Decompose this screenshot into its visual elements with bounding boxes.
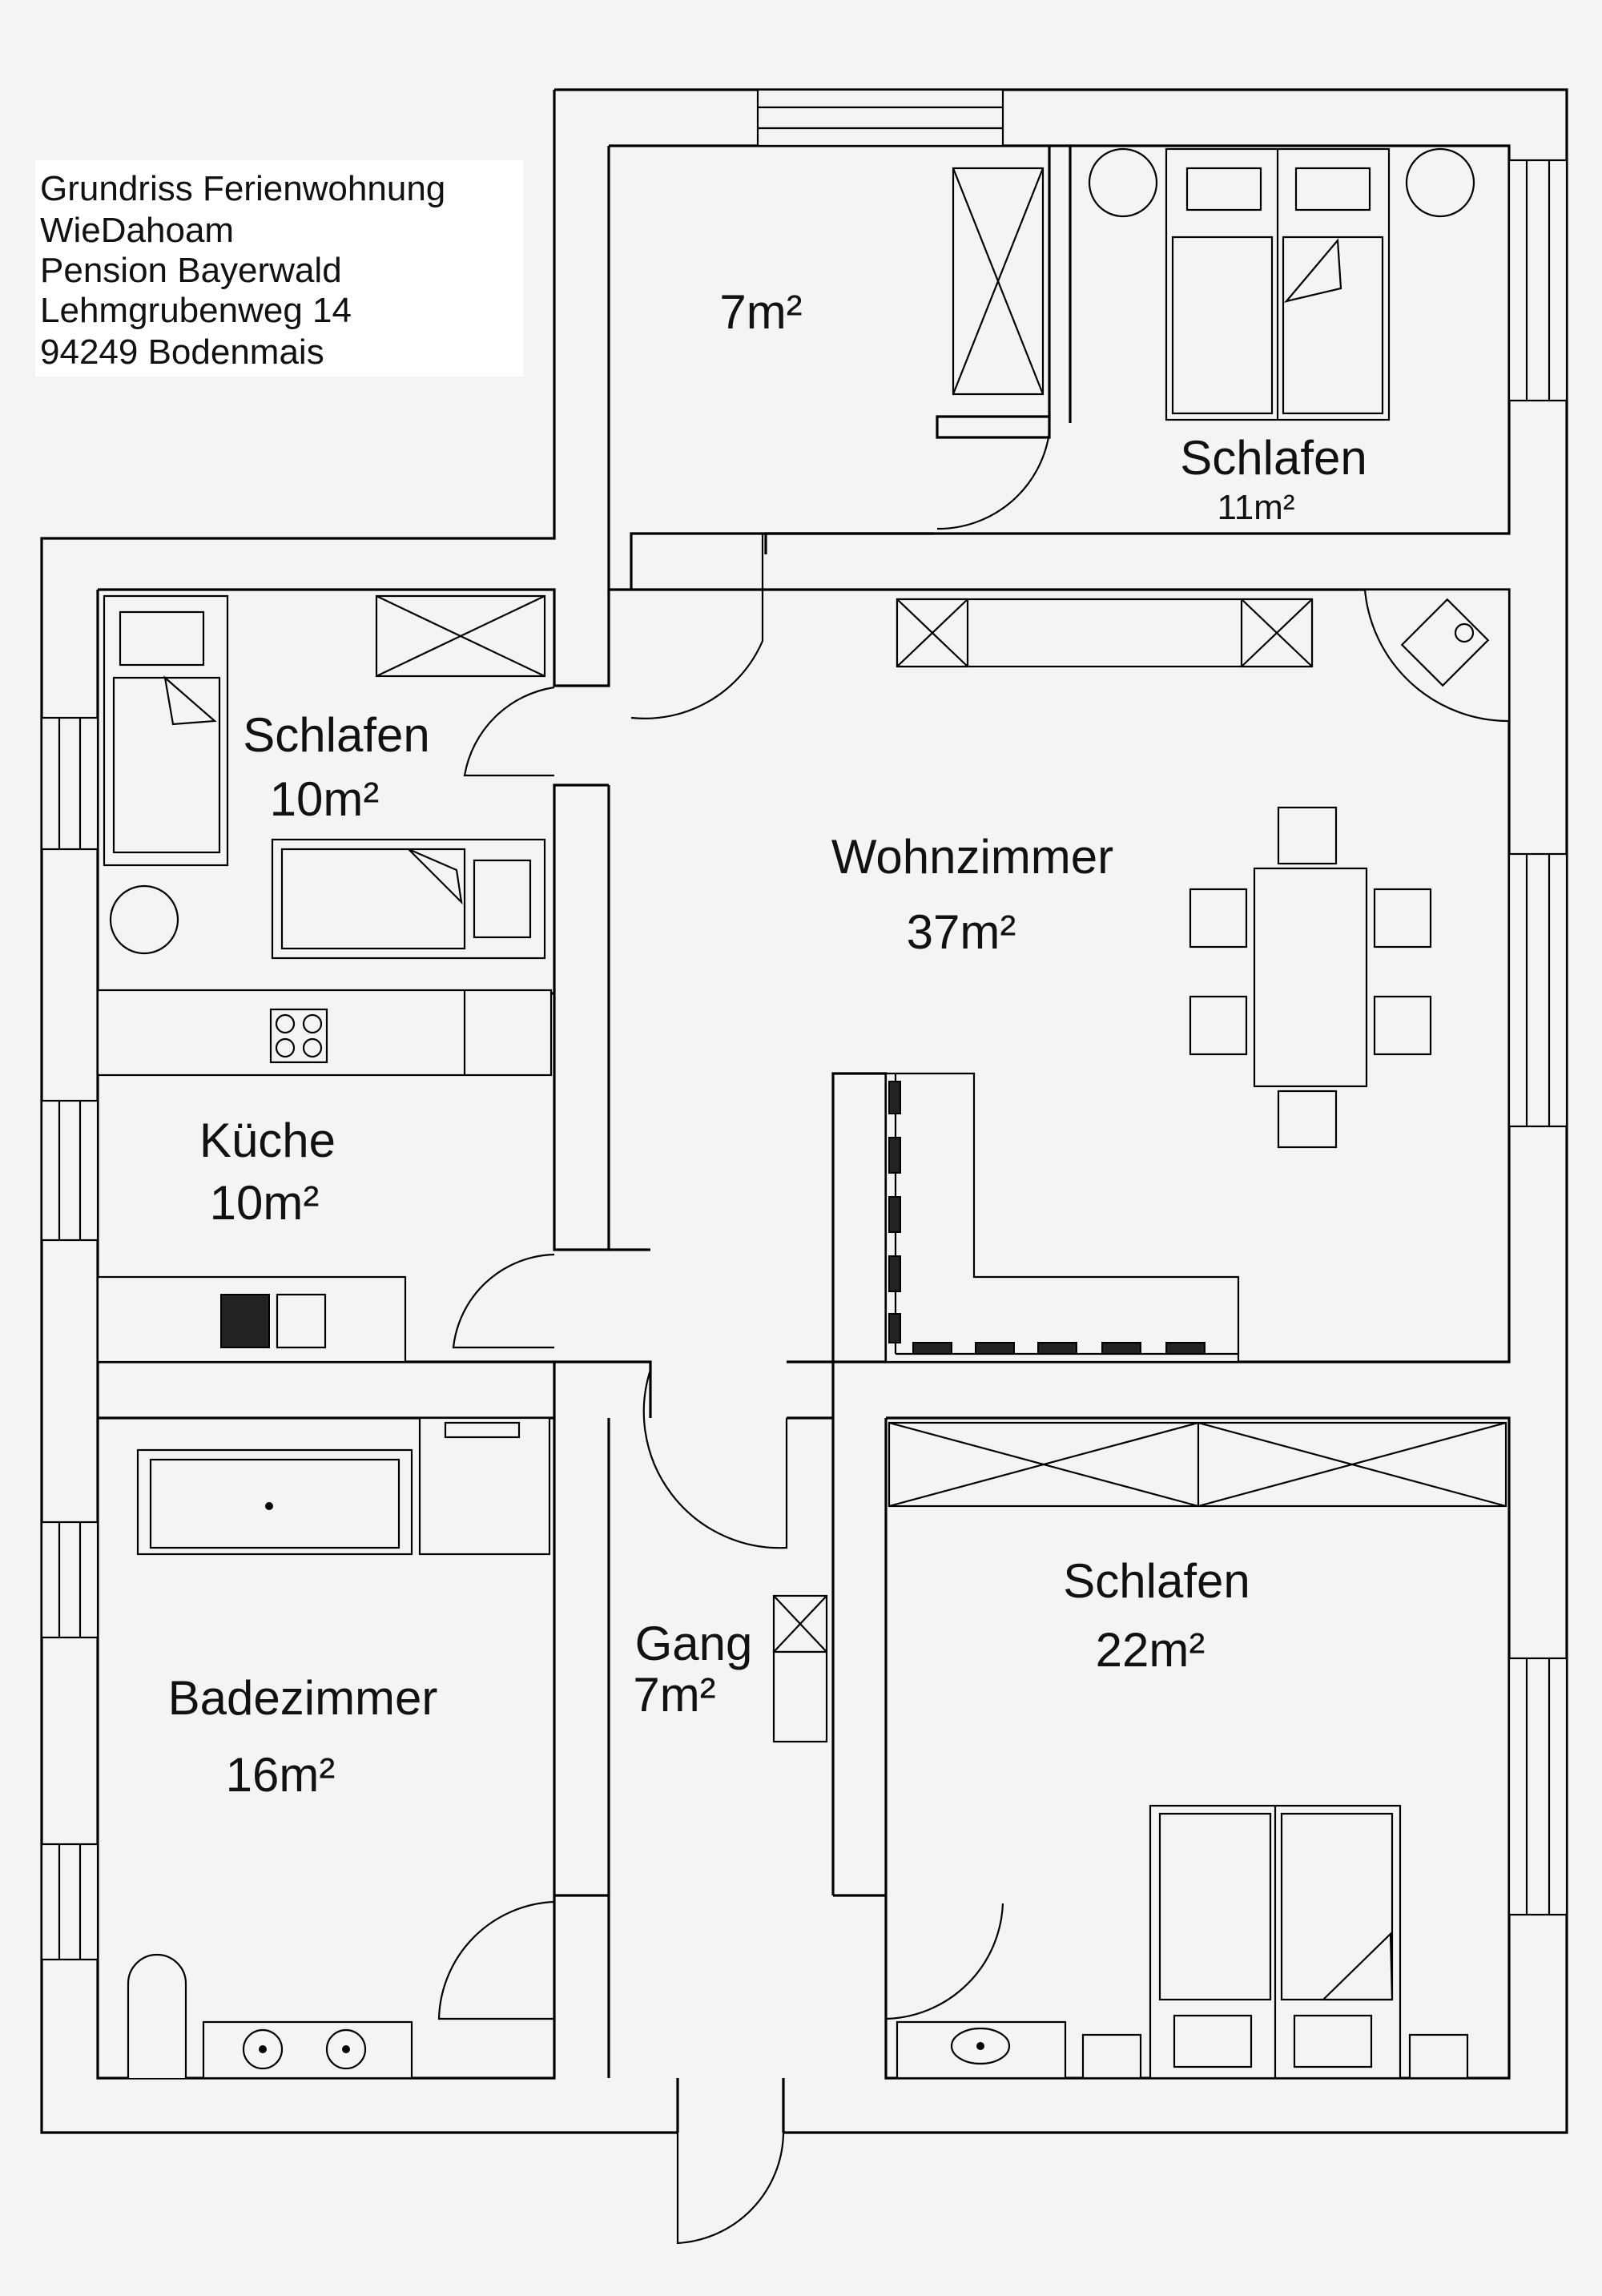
hallway: Gang 7m² xyxy=(633,1594,828,1743)
bedroom-top-area: 11m² xyxy=(1218,488,1295,527)
hallway-area: 7m² xyxy=(633,1668,715,1722)
bedroom-right-area: 22m² xyxy=(1096,1623,1206,1677)
storage-area-label: 7m² xyxy=(719,285,802,339)
nightstand-lamp-icon xyxy=(1405,147,1475,218)
sofa xyxy=(884,1072,1240,1364)
chair xyxy=(1189,995,1248,1056)
shower xyxy=(418,1416,551,1556)
bedroom-top-name: Schlafen xyxy=(1180,431,1367,485)
washbasin xyxy=(896,2020,1067,2080)
chair xyxy=(1373,888,1432,949)
kitchen: Küche 10m² xyxy=(96,989,553,1364)
bathroom: Badezimmer 16m² xyxy=(127,1416,551,2080)
bedroom-top: Schlafen 11m² xyxy=(1088,147,1475,527)
address-line-3: Pension Bayerwald xyxy=(40,251,342,290)
bedroom-left: Schlafen 10m² xyxy=(103,594,546,960)
stove-icon xyxy=(269,1008,328,1064)
bedroom-left-name: Schlafen xyxy=(243,708,430,762)
bedroom-left-area: 10m² xyxy=(270,772,380,826)
nightstand-lamp-icon xyxy=(1088,147,1158,218)
address-line-5: 94249 Bodenmais xyxy=(40,332,324,372)
double-sink xyxy=(202,2020,413,2080)
living-room: Wohnzimmer 37m² xyxy=(831,588,1511,1364)
storage-room: 7m² xyxy=(719,167,1045,396)
chair xyxy=(1189,888,1248,949)
bathroom-area: 16m² xyxy=(226,1748,336,1802)
kitchen-name: Küche xyxy=(199,1114,336,1167)
sink-icon xyxy=(220,1294,270,1348)
side-table-icon xyxy=(109,884,179,955)
hallway-name: Gang xyxy=(635,1617,753,1670)
address-line-4: Lehmgrubenweg 14 xyxy=(40,291,352,330)
address-line-2: WieDahoam xyxy=(40,211,234,250)
doors xyxy=(437,432,1051,2245)
bedroom-right: Schlafen 22m² xyxy=(888,1421,1507,2080)
chair xyxy=(1277,1090,1338,1149)
dining-table xyxy=(1253,867,1368,1088)
address-line-1: Grundriss Ferienwohnung xyxy=(40,169,445,208)
coat-rack xyxy=(772,1650,828,1743)
address-block: Grundriss Ferienwohnung WieDahoam Pensio… xyxy=(35,160,524,377)
bedroom-right-name: Schlafen xyxy=(1063,1554,1250,1608)
windows xyxy=(40,88,1568,1961)
bathroom-name: Badezimmer xyxy=(168,1671,438,1725)
nightstand xyxy=(1408,2033,1469,2080)
chair xyxy=(1373,995,1432,1056)
chair xyxy=(1277,806,1338,865)
nightstand xyxy=(1081,2033,1142,2080)
kitchen-area: 10m² xyxy=(210,1176,320,1230)
toilet-icon xyxy=(127,1953,187,2078)
living-room-name: Wohnzimmer xyxy=(831,830,1113,884)
living-room-area: 37m² xyxy=(907,905,1016,959)
